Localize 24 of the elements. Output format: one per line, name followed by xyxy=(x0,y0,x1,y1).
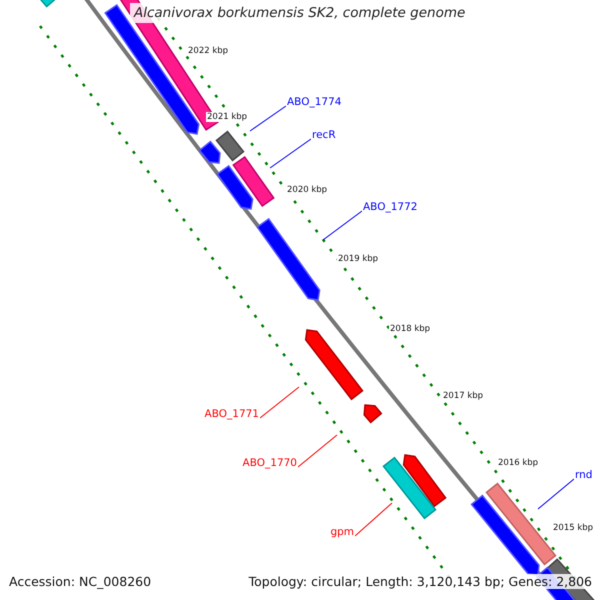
genome-summary-text: Topology: circular; Length: 3,120,143 bp; Genes: 2,806 xyxy=(248,574,592,589)
gene-label: recR xyxy=(311,129,337,141)
leader-line xyxy=(354,502,392,536)
gene-label: rnd xyxy=(574,469,594,481)
leader-line xyxy=(298,434,338,468)
gene-label: ABO_1774 xyxy=(286,96,342,108)
tick-label: 2019 kbp xyxy=(337,254,380,264)
tick-label: 2016 kbp xyxy=(497,458,540,468)
tick-label: 2021 kbp xyxy=(206,112,248,122)
gene-label: ABO_1770 xyxy=(242,457,298,469)
gene-label: ABO_1771 xyxy=(204,408,260,420)
gene-label: ABO_1772 xyxy=(362,201,418,213)
leader-line xyxy=(322,210,362,240)
leader-line xyxy=(270,138,312,168)
leader-line xyxy=(250,106,286,132)
tick-label: 2017 kbp xyxy=(442,391,484,401)
tick-label: 2015 kbp xyxy=(552,523,594,533)
leader-line xyxy=(260,386,300,418)
gene-label: gpm xyxy=(329,526,355,538)
tick-label: 2022 kbp xyxy=(187,46,230,56)
leader-line xyxy=(538,478,574,510)
tick-label: 2020 kbp xyxy=(286,185,328,195)
tick-label: 2018 kbp xyxy=(389,324,432,334)
accession-text: Accession: NC_008260 xyxy=(9,574,152,589)
